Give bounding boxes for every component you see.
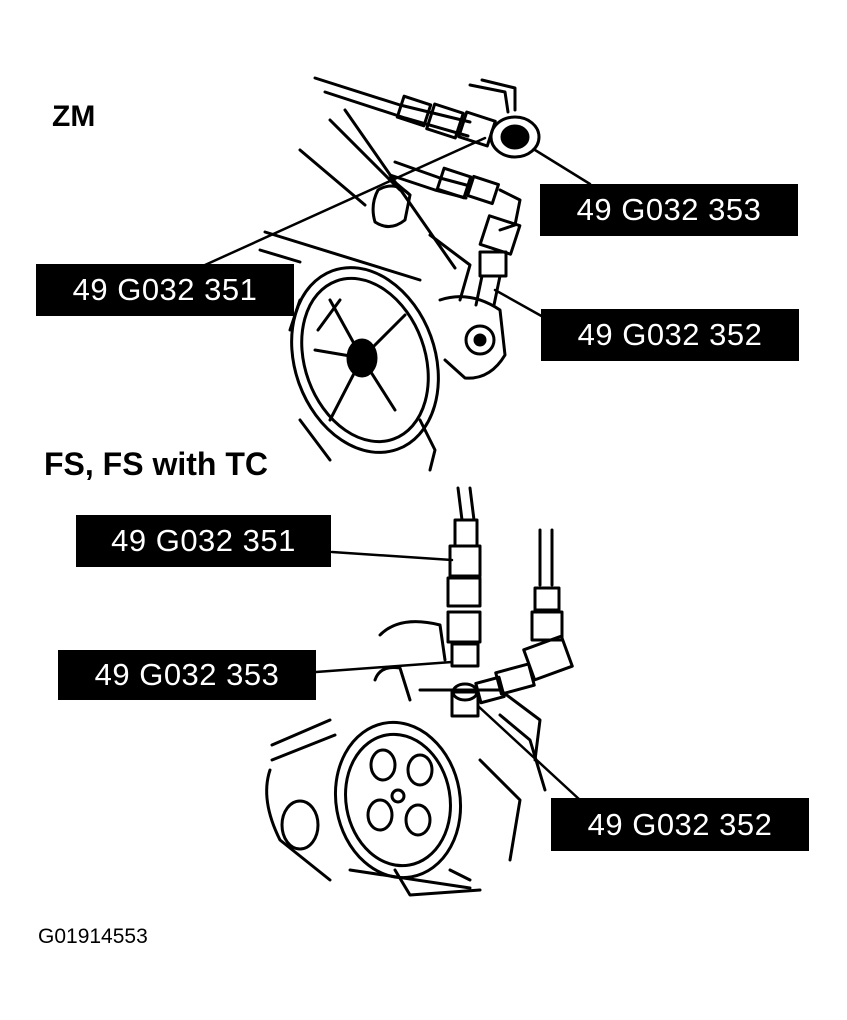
zm-leader-lines (203, 136, 592, 320)
fs-callout-49g032353: 49 G032 353 (58, 650, 316, 700)
zm-callout-49g032353: 49 G032 353 (540, 184, 798, 236)
figure-id: G01914553 (38, 925, 148, 948)
fs-power-steering-pump (265, 486, 574, 897)
fs-leader-lines (314, 550, 582, 802)
zm-section-title: ZM (52, 100, 96, 133)
zm-callout-49g032351: 49 G032 351 (36, 264, 294, 316)
fs-callout-49g032352: 49 G032 352 (551, 798, 809, 851)
fs-section-title: FS, FS with TC (44, 446, 268, 482)
zm-power-steering-pump (258, 76, 541, 472)
zm-callout-49g032352: 49 G032 352 (541, 309, 799, 361)
fs-callout-49g032351: 49 G032 351 (76, 515, 331, 567)
